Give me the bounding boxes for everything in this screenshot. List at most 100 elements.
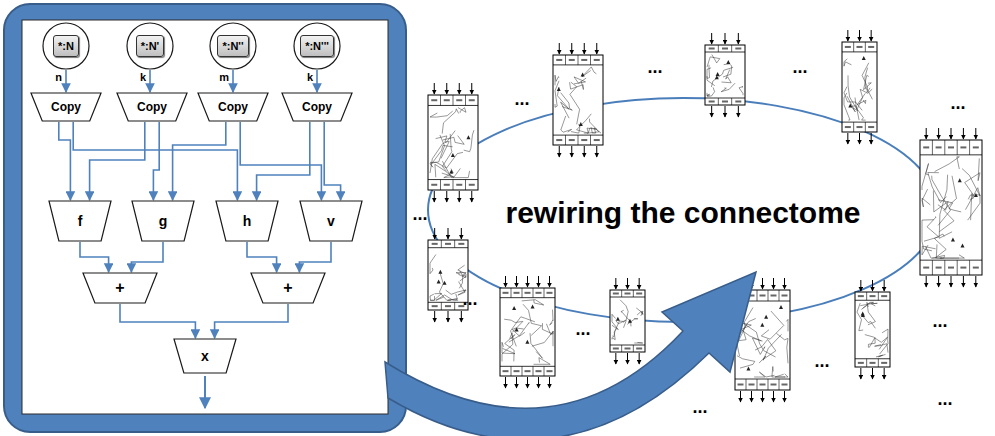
output-arrow	[459, 191, 460, 202]
dendrite-stroke	[430, 111, 453, 117]
operator-trapezoid: +	[82, 272, 158, 304]
port-label: *:N	[53, 35, 79, 57]
cell-mark	[636, 293, 642, 295]
dendrite-stroke	[737, 356, 755, 368]
big-arrow	[385, 272, 756, 436]
soma-mark	[961, 244, 965, 248]
neuron-module	[428, 228, 468, 322]
cell-mark	[857, 126, 863, 128]
soma-mark	[616, 317, 620, 321]
cell-mark	[923, 146, 929, 148]
operator-label: Copy	[137, 100, 167, 114]
dendrite-stroke	[968, 195, 980, 220]
output-arrow	[516, 377, 517, 388]
input-arrow	[926, 128, 927, 139]
ellipsis-mark: ...	[575, 320, 590, 340]
arity-label: k	[307, 71, 313, 83]
module-frame	[855, 292, 890, 367]
cell-mark	[625, 293, 631, 295]
dendrite-stroke	[922, 245, 936, 255]
signal-wire	[149, 70, 151, 92]
operator-trapezoid: h	[215, 200, 279, 242]
dendrite-stroke	[707, 65, 710, 79]
cell-divider	[932, 140, 933, 155]
cell-mark	[738, 384, 744, 386]
output-arrow	[762, 391, 763, 402]
neuron-module	[610, 278, 645, 364]
input-port: *:N'''	[293, 22, 341, 70]
dendrite-stroke	[621, 310, 631, 326]
ellipsis-mark: ...	[932, 312, 947, 332]
cell-mark	[556, 59, 562, 61]
soma-mark	[443, 281, 447, 285]
dendrite-stroke	[442, 161, 469, 177]
dendrite-stroke	[555, 81, 559, 108]
neuron-module	[855, 280, 890, 379]
cell-divider	[969, 140, 970, 155]
cell-divider	[718, 98, 719, 105]
dendrite-stroke	[707, 68, 715, 86]
cell-mark	[973, 267, 979, 269]
dendrite-stroke	[786, 319, 788, 331]
output-arrow	[549, 377, 550, 388]
soma-mark	[862, 56, 866, 60]
soma-mark	[726, 60, 730, 64]
neuron-module	[428, 83, 478, 202]
cell-mark	[503, 292, 509, 294]
dendrite-stroke	[458, 108, 466, 113]
dendrite-stroke	[456, 271, 466, 277]
cell-mark	[782, 384, 788, 386]
cell-mark	[456, 99, 462, 101]
dendrite-stroke	[530, 333, 543, 358]
panel-inner	[22, 20, 388, 414]
soma-mark	[515, 327, 519, 331]
cell-mark	[749, 384, 755, 386]
cell-mark	[569, 139, 575, 141]
cell-divider	[878, 292, 879, 300]
dendrite-stroke	[612, 329, 617, 340]
signal-wire	[65, 70, 67, 92]
cell-divider	[731, 98, 732, 105]
arity-label: m	[219, 71, 229, 83]
port-label: *:N'	[136, 35, 165, 57]
signal-wire	[257, 122, 310, 200]
module-band	[610, 345, 645, 346]
dendrite-stroke	[844, 87, 862, 111]
output-arrow	[448, 311, 449, 322]
ellipsis-mark: ...	[937, 390, 952, 410]
signal-wire	[240, 122, 321, 200]
dendrite-stroke	[922, 189, 930, 207]
output-arrow	[434, 311, 435, 322]
cell-divider	[757, 290, 758, 301]
soma-mark	[579, 122, 583, 126]
soma-mark	[760, 323, 764, 327]
cell-mark	[936, 267, 942, 269]
dendrite-stroke	[723, 64, 732, 77]
cell-mark	[948, 146, 954, 148]
operator-trapezoid: Copy	[30, 92, 102, 122]
dendrite-stroke	[775, 374, 788, 377]
cell-divider	[590, 135, 591, 145]
signal-wire	[131, 242, 163, 272]
cell-mark	[771, 384, 777, 386]
neuron-module	[500, 276, 555, 388]
soma-mark	[438, 270, 442, 274]
trapezoid-shape	[49, 201, 111, 241]
soma-mark	[466, 135, 470, 139]
dendrite-stroke	[936, 244, 959, 258]
trapezoid-shape	[216, 201, 278, 241]
dendrite-stroke	[880, 329, 888, 354]
trapezoid-shape	[174, 339, 236, 373]
cell-divider	[511, 366, 512, 376]
input-arrow	[784, 278, 785, 289]
dendrite-stroke	[430, 131, 455, 174]
input-arrow	[505, 276, 506, 287]
cell-mark	[782, 295, 788, 297]
input-arrow	[884, 280, 885, 291]
cell-divider	[866, 292, 867, 300]
dendrite-stroke	[502, 342, 515, 353]
cell-divider	[453, 95, 454, 105]
module-frame	[920, 140, 982, 275]
dendrite-stroke	[574, 77, 586, 84]
dendrite-stroke	[430, 135, 445, 167]
